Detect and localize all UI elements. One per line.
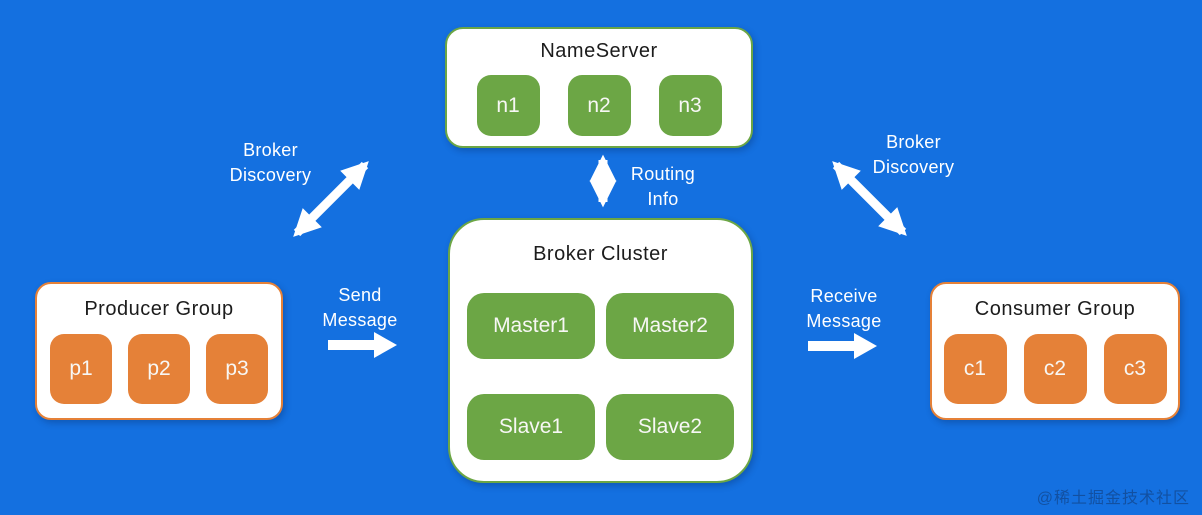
broker-discovery-right-arrow-icon xyxy=(832,161,907,236)
consumer-group-box: Consumer Group c1 c2 c3 xyxy=(930,282,1180,420)
producer-group-box: Producer Group p1 p2 p3 xyxy=(35,282,283,420)
receive-message-label: Receive Message xyxy=(806,286,882,331)
node-chip-n2: n2 xyxy=(567,75,631,136)
consumer-node-row: c1 c2 c3 xyxy=(932,334,1178,404)
consumer-group-title: Consumer Group xyxy=(974,298,1136,320)
send-message-label: Send Message xyxy=(322,285,398,330)
routing-info-label: Routing Info xyxy=(630,164,696,209)
node-chip-master2: Master2 xyxy=(606,293,734,359)
broker-discovery-left-label: Broker Discovery xyxy=(229,140,312,185)
node-chip-n1: n1 xyxy=(476,75,540,136)
nameserver-title: NameServer xyxy=(540,40,658,62)
producer-group-title: Producer Group xyxy=(84,298,234,320)
node-chip-slave1: Slave1 xyxy=(467,394,595,460)
routing-info-arrow-icon xyxy=(589,154,617,208)
broker-discovery-right-label: Broker Discovery xyxy=(872,132,955,177)
broker-node-grid: Master1 Master2 Slave1 Slave2 xyxy=(450,293,751,460)
node-chip-p3: p3 xyxy=(206,334,268,404)
node-chip-p2: p2 xyxy=(128,334,190,404)
node-chip-c2: c2 xyxy=(1023,334,1087,404)
producer-node-row: p1 p2 p3 xyxy=(37,334,281,404)
receive-message-arrow-icon xyxy=(808,333,877,359)
nameserver-box: NameServer n1 n2 n3 xyxy=(445,27,753,148)
node-chip-master1: Master1 xyxy=(467,293,595,359)
watermark: @稀土掘金技术社区 xyxy=(1036,490,1190,507)
node-chip-c1: c1 xyxy=(943,334,1007,404)
node-chip-p1: p1 xyxy=(50,334,112,404)
send-message-arrow-icon xyxy=(328,332,397,358)
broker-cluster-box: Broker Cluster Master1 Master2 Slave1 Sl… xyxy=(448,218,753,483)
nameserver-node-row: n1 n2 n3 xyxy=(447,75,751,136)
broker-cluster-title: Broker Cluster xyxy=(533,243,668,265)
node-chip-c3: c3 xyxy=(1103,334,1167,404)
node-chip-slave2: Slave2 xyxy=(606,394,734,460)
node-chip-n3: n3 xyxy=(658,75,722,136)
broker-discovery-left-arrow-icon xyxy=(293,161,369,237)
